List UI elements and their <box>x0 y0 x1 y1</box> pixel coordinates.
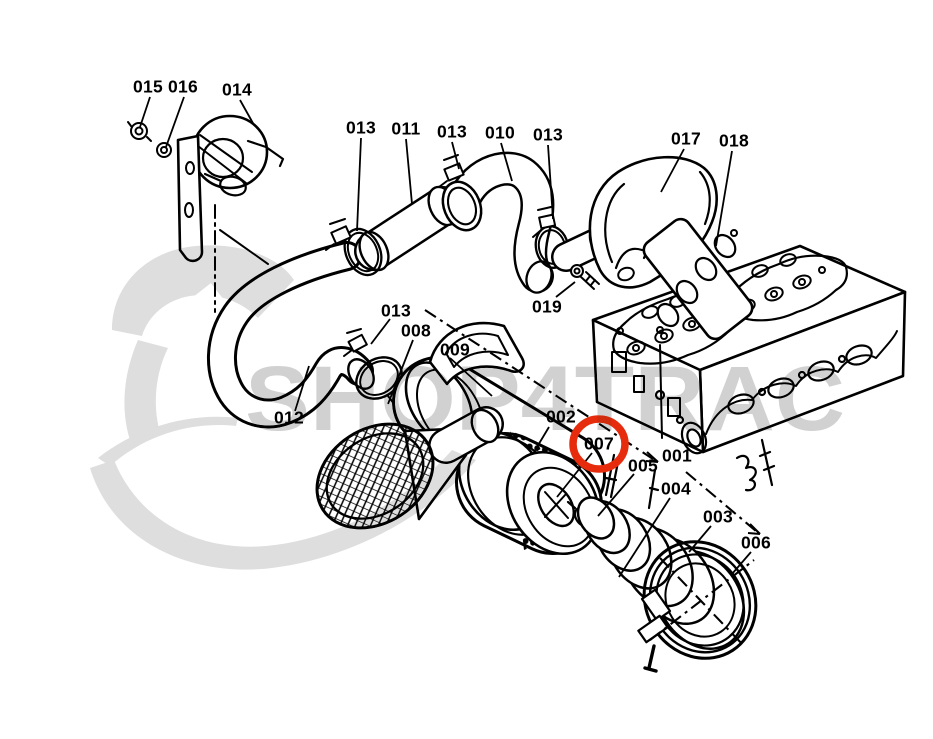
hose-clamp-013-lower <box>343 328 403 400</box>
watermark-text: SHOP4TRAC <box>245 348 845 450</box>
filter-element-002 <box>455 430 603 556</box>
part-callout-013[interactable]: 013 <box>532 124 564 145</box>
part-callout-011[interactable]: 011 <box>391 118 421 139</box>
part-callout-001[interactable]: 001 <box>661 445 693 466</box>
part-callout-017[interactable]: 017 <box>670 128 702 149</box>
watermark: SHOP4TRAC <box>90 245 845 570</box>
manifold-gasket-018 <box>642 217 754 341</box>
part-callout-015[interactable]: 015 <box>132 76 164 97</box>
callout-leader-lines <box>139 96 752 578</box>
part-callout-002[interactable]: 002 <box>545 406 577 427</box>
head-studs-and-fittings <box>604 389 776 510</box>
part-callout-019[interactable]: 019 <box>531 296 563 317</box>
centerline-arrowheads <box>645 451 761 536</box>
part-callout-018[interactable]: 018 <box>718 130 750 151</box>
part-callout-003[interactable]: 003 <box>702 506 734 527</box>
stud-bolt-019 <box>570 264 600 290</box>
part-callout-004[interactable]: 004 <box>660 478 692 499</box>
assembly-centerlines <box>424 309 757 647</box>
bolt-015 <box>127 121 152 142</box>
part-callout-013[interactable]: 013 <box>345 117 377 138</box>
part-callout-012[interactable]: 012 <box>273 407 305 428</box>
clamp-t-bolt <box>643 644 658 673</box>
nut-016 <box>156 142 172 158</box>
hose-clamp-013-a <box>325 218 383 277</box>
bracket-014-assembly <box>127 114 285 313</box>
retainer-wire <box>246 139 285 168</box>
band-clamp-003-006 <box>637 540 758 673</box>
part-callout-009[interactable]: 009 <box>439 339 471 360</box>
part-callout-016[interactable]: 016 <box>167 76 199 97</box>
part-callout-010[interactable]: 010 <box>484 122 516 143</box>
part-callout-005[interactable]: 005 <box>627 455 659 476</box>
part-callout-013[interactable]: 013 <box>436 121 468 142</box>
watermark-swoosh-tail <box>90 450 476 570</box>
part-callout-014[interactable]: 014 <box>221 79 253 100</box>
part-callout-006[interactable]: 006 <box>740 532 772 553</box>
part-callout-007-highlighted[interactable]: 007 <box>583 433 615 454</box>
part-callout-013[interactable]: 013 <box>380 300 412 321</box>
part-callout-008[interactable]: 008 <box>400 320 432 341</box>
highlight-circle-007[interactable] <box>569 415 629 473</box>
